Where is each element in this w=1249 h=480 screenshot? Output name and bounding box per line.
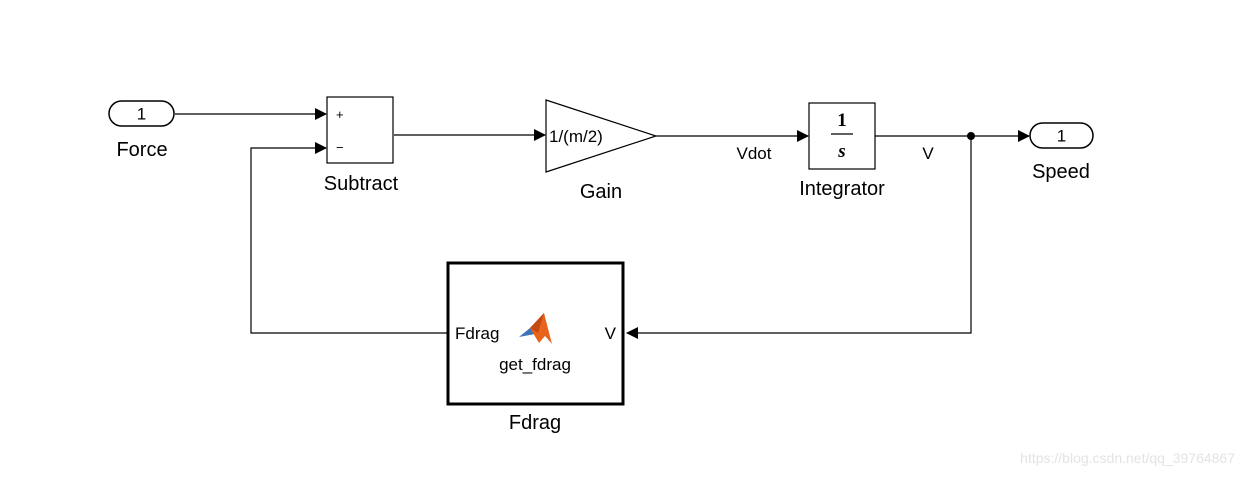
integrator-denominator: s (837, 141, 845, 162)
inport-number: 1 (137, 105, 146, 124)
fdrag-label: Fdrag (509, 412, 561, 434)
signal-label-vdot: Vdot (737, 144, 772, 163)
integrator-label: Integrator (799, 178, 885, 200)
fdrag-output-port-label: Fdrag (455, 324, 499, 343)
outport-speed-block[interactable]: 1 (1029, 122, 1094, 149)
signal-label-v: V (922, 144, 934, 163)
outport-label: Speed (1032, 161, 1090, 183)
matlab-logo-icon (519, 313, 552, 344)
outport-number: 1 (1057, 127, 1066, 146)
subtract-block[interactable]: + − (326, 96, 394, 164)
integrator-numerator: 1 (837, 110, 847, 131)
integrator-block[interactable]: 1 s (808, 102, 876, 170)
watermark-text: https://blog.csdn.net/qq_39764867 (1020, 450, 1235, 466)
gain-label: Gain (580, 181, 622, 203)
subtract-minus-sign: − (336, 140, 344, 155)
gain-block[interactable]: 1/(m/2) (545, 99, 658, 173)
fdrag-function-name: get_fdrag (499, 355, 571, 374)
inport-force-block[interactable]: 1 (108, 100, 175, 127)
fdrag-input-port-label: V (605, 324, 617, 343)
fdrag-function-block[interactable]: Fdrag V get_fdrag (446, 261, 625, 406)
subtract-label: Subtract (324, 173, 399, 195)
inport-label: Force (116, 139, 167, 161)
gain-value: 1/(m/2) (549, 127, 603, 146)
subtract-plus-sign: + (336, 107, 344, 122)
v-feedback-line[interactable] (626, 136, 972, 339)
fdrag-feedback-line[interactable] (250, 142, 447, 334)
branch-point (967, 132, 975, 140)
signal-lines (175, 108, 1030, 339)
